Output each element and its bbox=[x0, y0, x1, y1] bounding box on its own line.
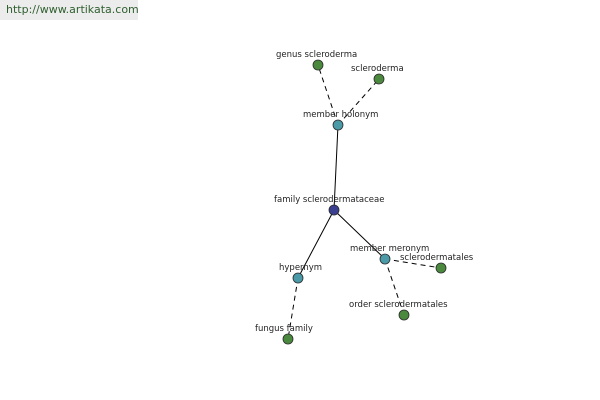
node-label-genus-scleroderma[interactable]: genus scleroderma bbox=[276, 50, 357, 60]
edge-central-to-member-holonym bbox=[333, 124, 339, 211]
node-order-sclerodermatales[interactable] bbox=[398, 309, 410, 321]
node-label-hypernym[interactable]: hypernym bbox=[279, 263, 322, 273]
node-genus-scleroderma[interactable] bbox=[312, 59, 324, 71]
edge-member-meronym-to-sclerodermatales bbox=[384, 258, 442, 269]
node-label-sclerodermatales[interactable]: sclerodermatales bbox=[400, 253, 474, 263]
edge-hypernym-to-fungus-family bbox=[287, 277, 299, 340]
site-url-banner[interactable]: http://www.artikata.com bbox=[0, 0, 139, 20]
node-label-fungus-family[interactable]: fungus family bbox=[255, 324, 313, 334]
node-fungus-family[interactable] bbox=[282, 333, 294, 345]
edge-member-holonym-to-scleroderma bbox=[337, 78, 380, 126]
nodes-layer bbox=[282, 59, 447, 345]
node-central[interactable] bbox=[328, 204, 340, 216]
node-sclerodermatales[interactable] bbox=[435, 262, 447, 274]
edge-central-to-hypernym bbox=[297, 209, 335, 279]
node-member-meronym[interactable] bbox=[379, 253, 391, 265]
node-label-member-holonym[interactable]: member holonym bbox=[303, 110, 378, 120]
edge-central-to-member-meronym bbox=[333, 209, 386, 260]
node-hypernym[interactable] bbox=[292, 272, 304, 284]
node-scleroderma[interactable] bbox=[373, 73, 385, 85]
edge-member-holonym-to-genus-scleroderma bbox=[317, 64, 339, 126]
node-label-order-sclerodermatales[interactable]: order sclerodermatales bbox=[349, 300, 448, 310]
node-member-holonym[interactable] bbox=[332, 119, 344, 131]
node-label-central[interactable]: family sclerodermataceae bbox=[274, 195, 384, 205]
node-label-member-meronym[interactable]: member meronym bbox=[350, 244, 429, 254]
labels-layer: family sclerodermataceae member holonym me… bbox=[255, 50, 474, 334]
edge-member-meronym-to-order-sclerodermatales bbox=[384, 258, 405, 316]
edges-layer bbox=[287, 64, 442, 340]
node-label-scleroderma[interactable]: scleroderma bbox=[351, 64, 404, 74]
